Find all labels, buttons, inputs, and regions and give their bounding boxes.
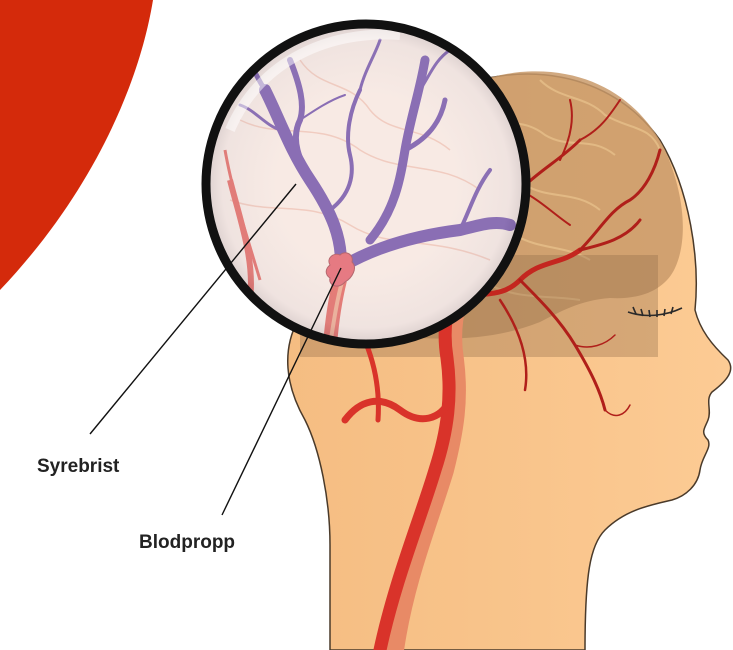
- red-corner-shape: [0, 0, 153, 290]
- label-syrebrist: Syrebrist: [37, 456, 119, 478]
- label-blodpropp: Blodpropp: [139, 532, 235, 554]
